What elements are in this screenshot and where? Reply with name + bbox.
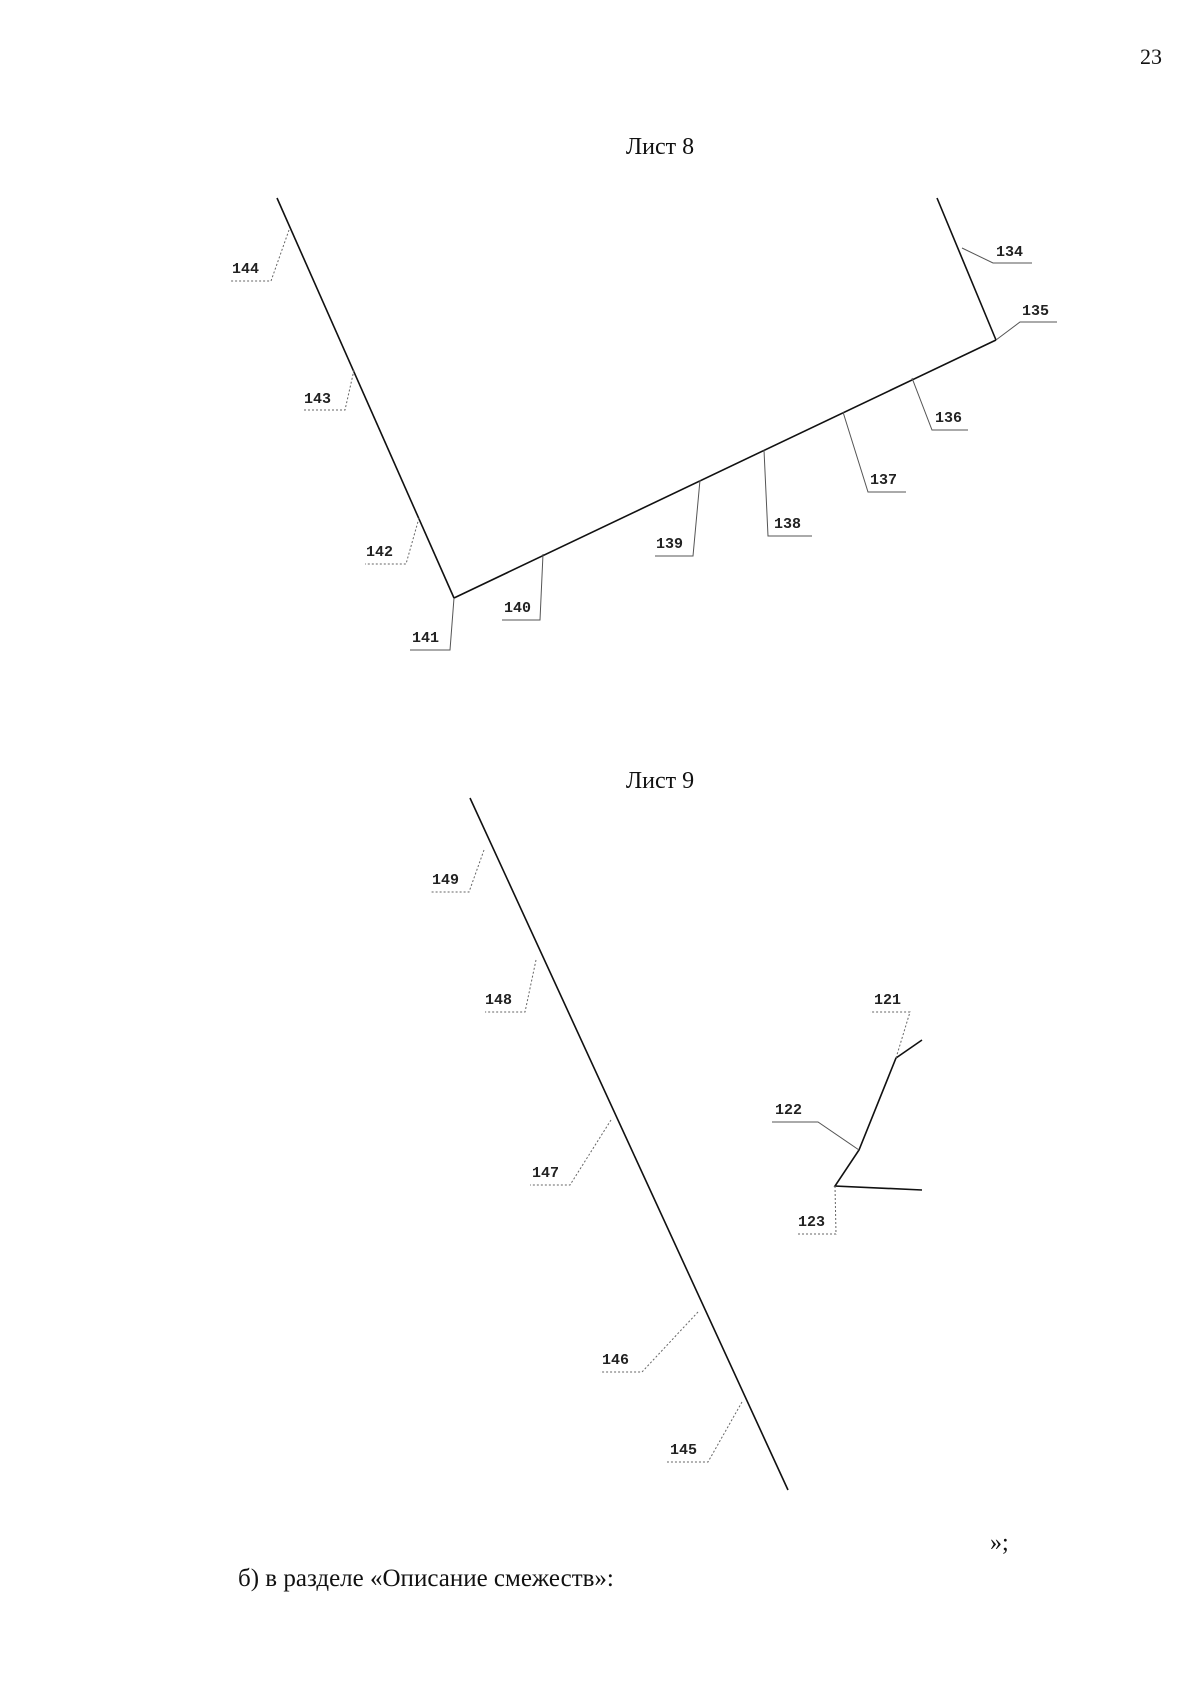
point-label-143: 143 [304,391,331,408]
sheet-8-boundary-left [276,197,455,599]
sheet-9-boundary-main [469,797,789,1491]
point-label-140: 140 [504,600,531,617]
sheet-8-boundary-bottom [453,339,997,599]
sheet-9-title: Лист 9 [625,768,695,794]
point-label-136: 136 [935,410,962,427]
point-label-139: 139 [656,536,683,553]
point-label-145: 145 [670,1442,697,1459]
point-label-147: 147 [532,1165,559,1182]
sheet-8-boundary-right [936,197,997,341]
point-label-141: 141 [412,630,439,647]
point-label-122: 122 [775,1102,802,1119]
sheet-9-boundary-small [833,1039,923,1191]
point-label-123: 123 [798,1214,825,1231]
point-label-134: 134 [996,244,1023,261]
point-label-144: 144 [232,261,259,278]
point-label-146: 146 [602,1352,629,1369]
sheet-8-title: Лист 8 [625,134,695,160]
closing-quote-mark: »; [990,1530,1009,1556]
section-paragraph: б) в разделе «Описание смежеств»: [238,1565,614,1592]
point-label-121: 121 [874,992,901,1009]
point-label-138: 138 [774,516,801,533]
point-label-148: 148 [485,992,512,1009]
point-label-142: 142 [366,544,393,561]
point-label-149: 149 [432,872,459,889]
page-number: 23 [1140,44,1162,69]
point-label-137: 137 [870,472,897,489]
point-label-135: 135 [1022,303,1049,320]
